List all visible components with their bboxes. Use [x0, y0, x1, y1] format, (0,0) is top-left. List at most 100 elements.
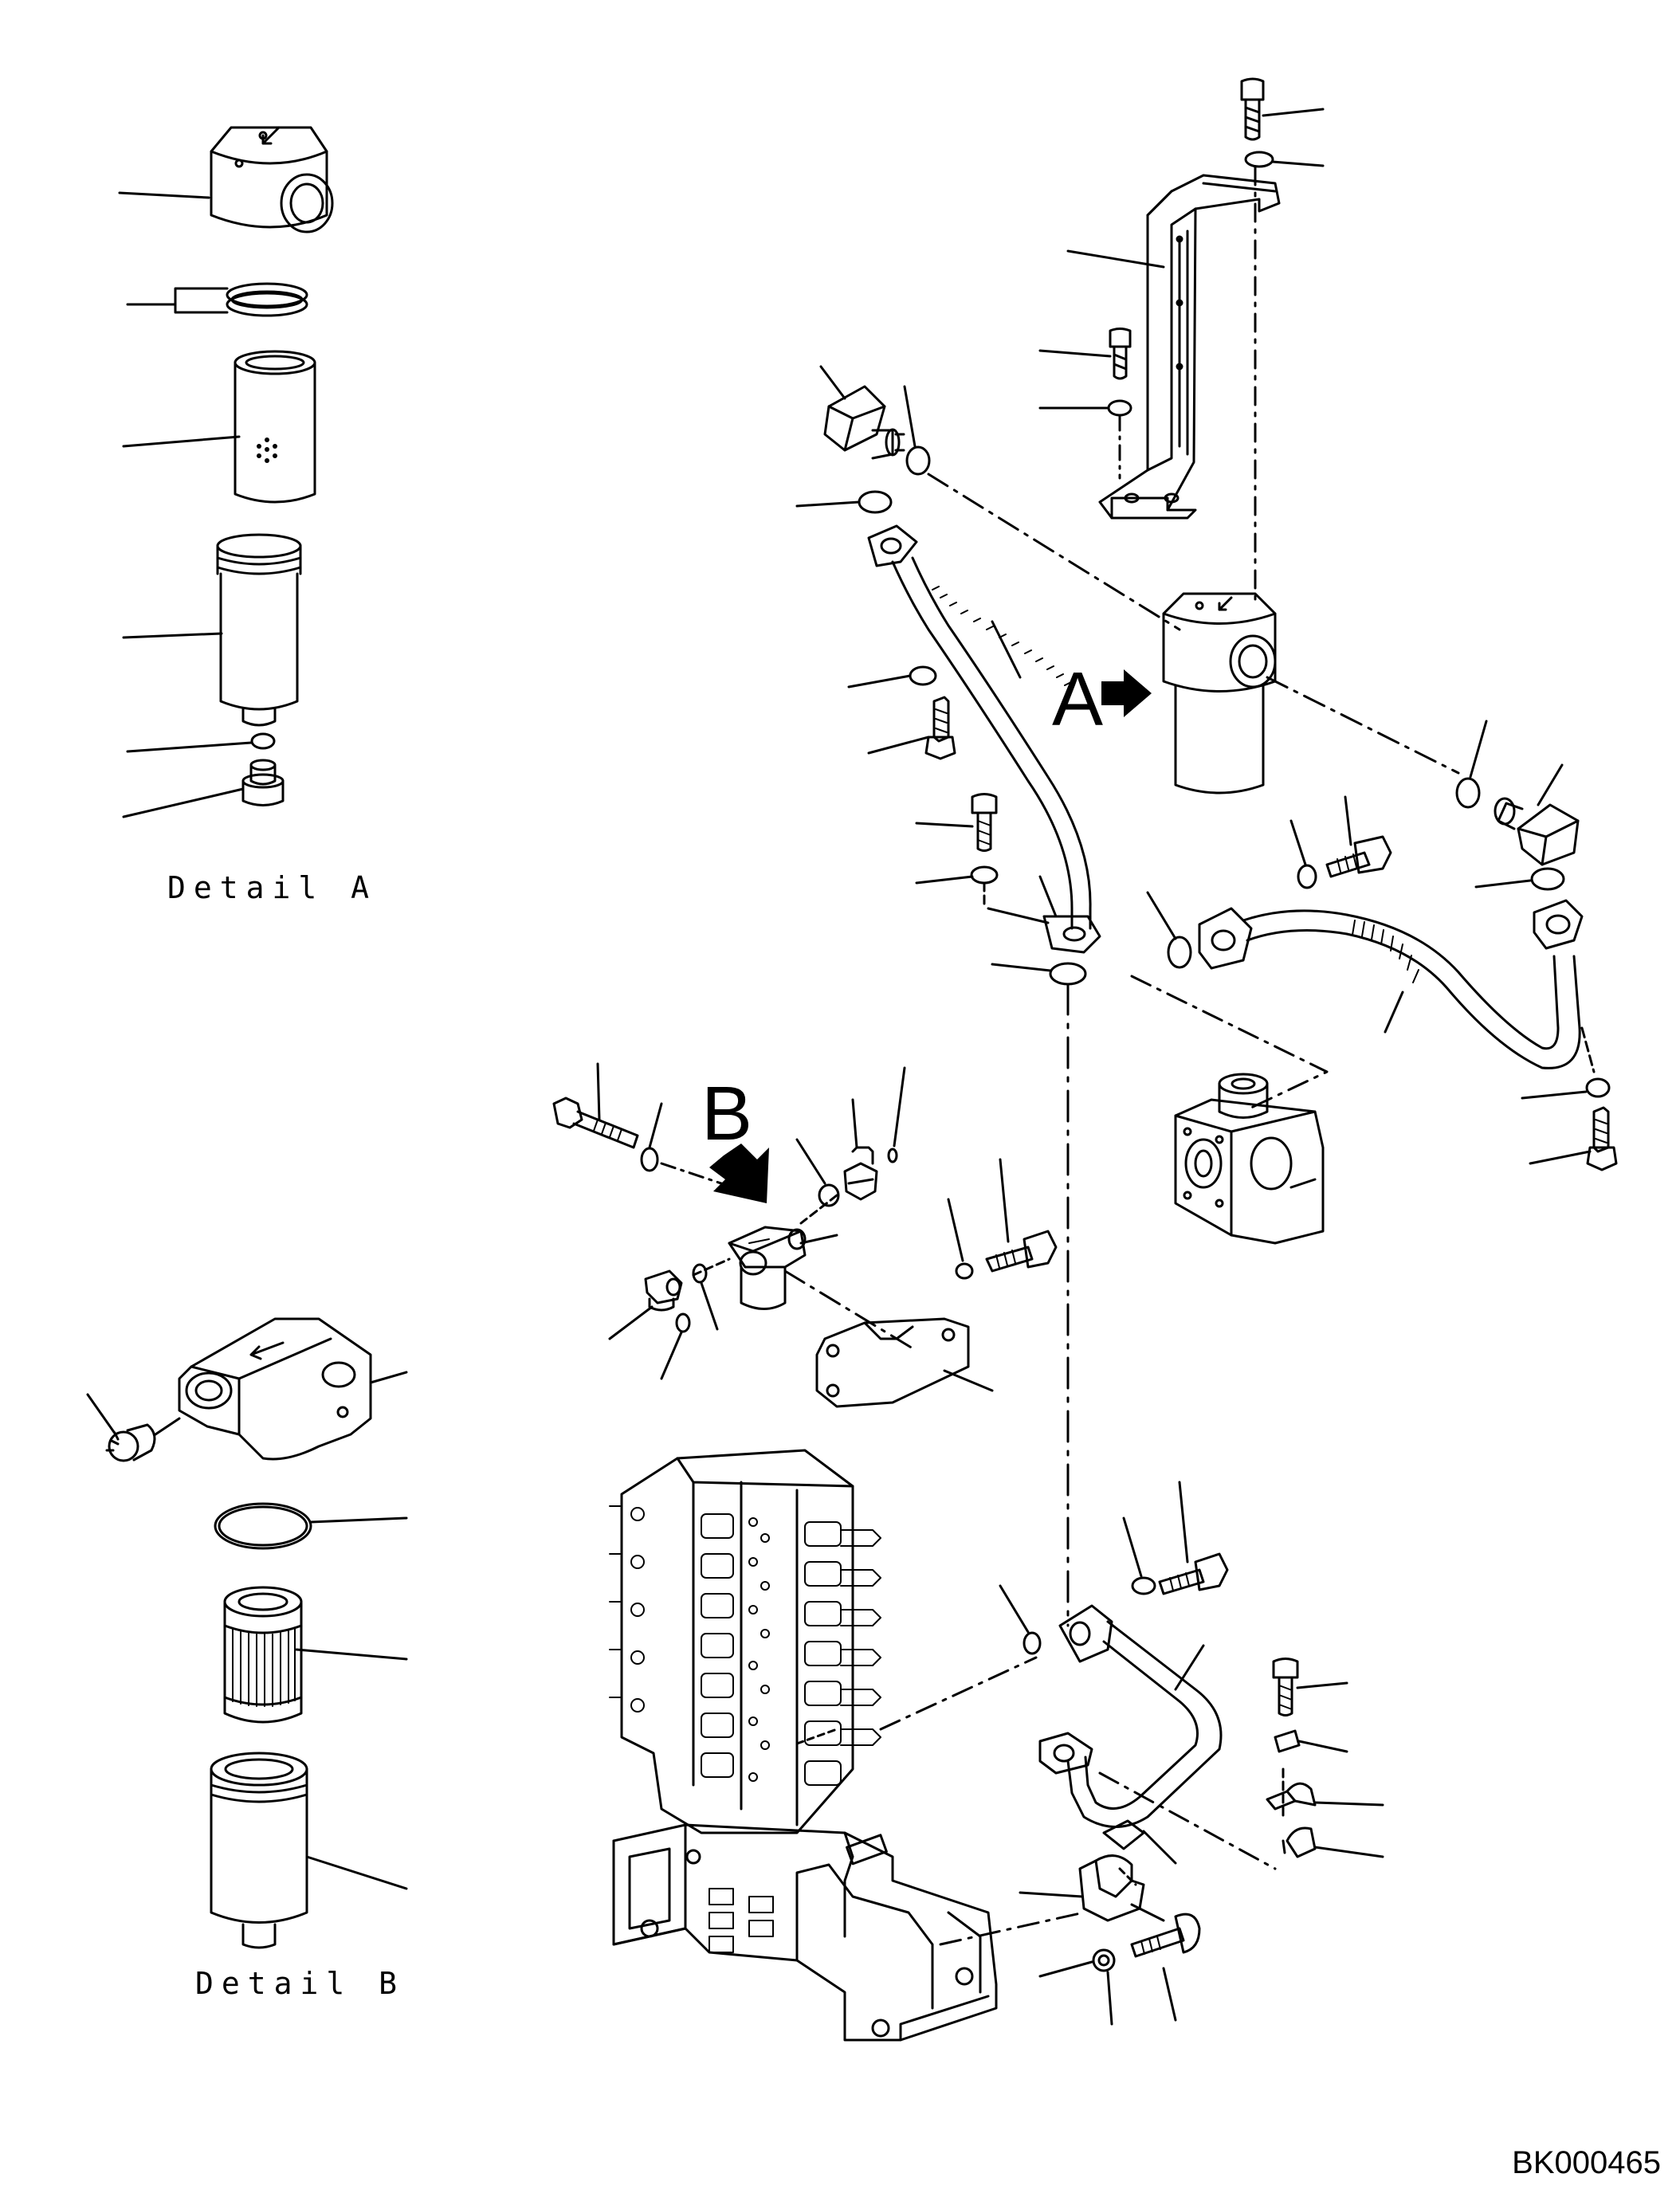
- o-ring-lower-pipe: [1024, 1633, 1040, 1654]
- detail-b-assembly: [88, 1319, 406, 1948]
- washer-lower-pipe: [1132, 1578, 1155, 1594]
- view-a-letter: A: [1052, 657, 1104, 742]
- leader-line: [1263, 109, 1323, 116]
- filter-main-b: [729, 1227, 805, 1309]
- leader-line: [701, 1283, 717, 1329]
- o-ring-elbow-right: [1457, 779, 1479, 807]
- leader-line: [992, 964, 1050, 971]
- leader-line: [1291, 821, 1305, 865]
- o-ring-pipe-bottom: [1050, 963, 1085, 984]
- leader-line: [1124, 1518, 1141, 1576]
- view-b-arrow: [709, 1144, 769, 1203]
- leader-line: [650, 1104, 661, 1148]
- washer-cover: [956, 1264, 972, 1278]
- detail-a-label: Detail A: [167, 870, 378, 905]
- view-a-arrow: [1101, 669, 1152, 717]
- washer-pipe-lower: [971, 867, 997, 883]
- washer-right-bottom: [1587, 1079, 1609, 1097]
- leader-line: [944, 1371, 992, 1391]
- control-valve-assembly: [610, 1450, 996, 2040]
- leader-line: [371, 1372, 406, 1383]
- leader-line: [1040, 877, 1056, 916]
- o-ring-pipe-top: [859, 492, 891, 512]
- leader-line: [917, 823, 972, 826]
- bolt-long: [554, 1098, 638, 1148]
- filter-head-a: [211, 128, 332, 232]
- o-ring-elbow-left: [907, 447, 929, 474]
- plug-b: [107, 1425, 155, 1461]
- leader-line: [1345, 797, 1351, 845]
- leader-line: [124, 634, 222, 638]
- elbow-fitting-right: [1495, 798, 1578, 865]
- o-ring-fitting-left: [693, 1265, 706, 1282]
- washer-long-bolt: [642, 1148, 657, 1171]
- leader-line: [124, 437, 239, 446]
- view-b-letter: B: [701, 1071, 753, 1156]
- leader-line: [1020, 1893, 1082, 1897]
- leader-line: [1176, 1646, 1203, 1689]
- leader-line: [821, 367, 845, 398]
- leader-line: [1180, 1482, 1187, 1562]
- leader-line: [894, 1068, 905, 1146]
- bracket-assembly: [1040, 79, 1323, 606]
- leader-line: [124, 789, 243, 817]
- bolt-bottom: [1132, 1914, 1199, 1956]
- o-ring-small: [252, 734, 274, 748]
- leader-line: [311, 1518, 406, 1522]
- elbow-fitting-left: [825, 386, 904, 458]
- leader-line: [1000, 1586, 1028, 1632]
- leader-line: [1315, 1847, 1383, 1857]
- leader-line: [610, 1307, 652, 1339]
- leader-line: [1530, 1152, 1590, 1163]
- filter-element-b: [225, 1587, 301, 1722]
- filter-head-b: [179, 1319, 371, 1459]
- leader-line: [1068, 251, 1164, 267]
- o-ring-right-pipe-top: [1532, 869, 1564, 889]
- o-ring-b-fitting: [819, 1185, 838, 1206]
- detail-b-label: Detail B: [195, 1966, 406, 2001]
- valve-body: [1176, 1074, 1323, 1243]
- bolt-clamp: [1274, 1659, 1297, 1716]
- leader-line: [801, 1235, 837, 1243]
- bracket: [1100, 175, 1279, 518]
- leader-line: [1148, 893, 1176, 939]
- o-ring-pair: [227, 284, 307, 316]
- drain-plug-a: [243, 760, 283, 806]
- leader-line: [1144, 1831, 1176, 1863]
- bolt-right-pipe: [1327, 837, 1391, 877]
- leader-line: [797, 502, 859, 506]
- washer-top: [1246, 152, 1273, 167]
- detail-a-assembly: [120, 128, 332, 817]
- bolt-side: [1110, 329, 1130, 379]
- o-ring-tiny: [889, 1149, 897, 1162]
- leader-line: [155, 1418, 179, 1434]
- washer-pipe-left: [910, 667, 936, 685]
- o-ring-fitting-left-2: [677, 1314, 689, 1332]
- bolt-pipe-lower: [972, 794, 996, 851]
- leader-line: [1040, 351, 1110, 356]
- leader-line: [1385, 992, 1403, 1032]
- bolt-cover: [987, 1231, 1056, 1271]
- leader-line: [1132, 1905, 1164, 1920]
- filter-case-a: [218, 535, 300, 725]
- small-fitting-b: [845, 1148, 877, 1199]
- leader-line: [1299, 1741, 1347, 1752]
- bolt-lower-pipe: [1160, 1554, 1227, 1594]
- clamp-plate-small: [1275, 1731, 1299, 1752]
- bolt-pipe-left: [926, 697, 955, 759]
- leader-line: [307, 1857, 406, 1889]
- washer-right-pipe: [1298, 865, 1316, 888]
- leader-line: [296, 1650, 406, 1659]
- filter-element-a: [235, 351, 315, 502]
- leader-line: [598, 1064, 599, 1120]
- leader-line: [1108, 1972, 1112, 2024]
- pipe-right: [1199, 900, 1582, 1068]
- leader-line: [1522, 1092, 1586, 1098]
- bolt-top: [1242, 79, 1263, 139]
- bolt-right-bottom: [1588, 1108, 1616, 1170]
- leader-line: [988, 908, 1048, 923]
- cover-plate: [817, 1319, 968, 1407]
- clamp-upper: [1267, 1783, 1315, 1809]
- leader-line: [905, 386, 915, 446]
- leader-line: [797, 1140, 825, 1183]
